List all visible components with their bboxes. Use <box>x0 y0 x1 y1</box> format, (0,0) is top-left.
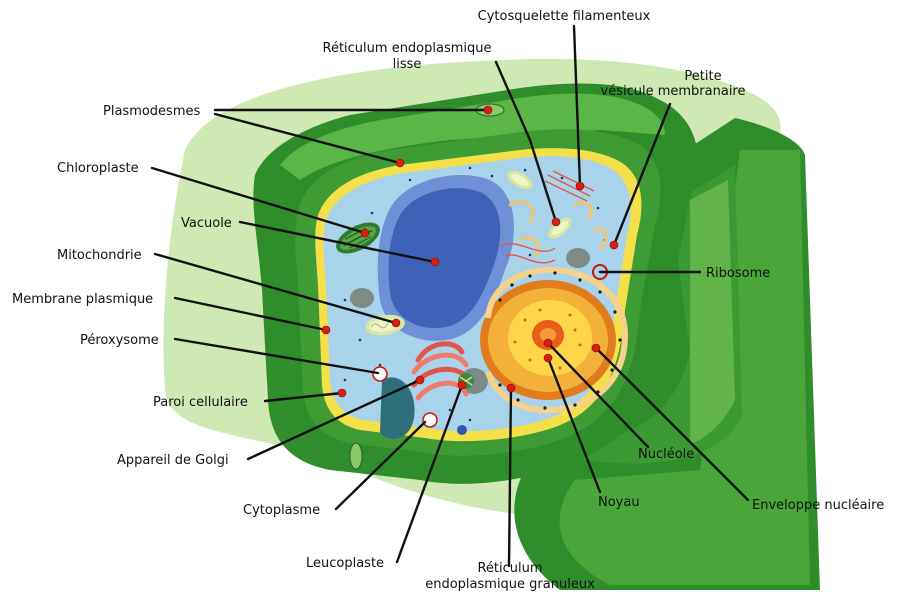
peroxisome-vesicle <box>373 367 387 381</box>
label-reticulum-lisse-2: lisse <box>393 57 422 72</box>
label-noyau: Noyau <box>598 495 640 510</box>
label-chloroplaste: Chloroplaste <box>57 161 139 176</box>
label-vacuole: Vacuole <box>181 216 232 231</box>
label-cytosquelette: Cytosquelette filamenteux <box>478 9 651 24</box>
label-reticulum-lisse-1: Réticulum endoplasmique <box>323 41 492 56</box>
label-membrane-plasmique: Membrane plasmique <box>12 292 153 307</box>
blue-vesicle <box>457 425 467 435</box>
label-nucleole: Nucléole <box>638 447 694 462</box>
label-reticulum-granuleux-2: endoplasmique granuleux <box>425 577 595 592</box>
label-enveloppe-nucleaire: Enveloppe nucléaire <box>752 498 884 513</box>
wall-right-groove <box>690 180 735 445</box>
wall-pit <box>350 443 362 469</box>
label-petite-vesicule-2: vésicule membranaire <box>601 84 746 99</box>
label-mitochondrie: Mitochondrie <box>57 248 142 263</box>
label-paroi-cellulaire: Paroi cellulaire <box>153 395 248 410</box>
label-ribosome: Ribosome <box>706 266 770 281</box>
label-reticulum-granuleux-1: Réticulum <box>477 561 542 576</box>
label-petite-vesicule-1: Petite <box>684 69 721 84</box>
label-cytoplasme: Cytoplasme <box>243 503 320 518</box>
label-leucoplaste: Leucoplaste <box>306 556 384 571</box>
label-plasmodesmes: Plasmodesmes <box>103 104 200 119</box>
small-vesicle <box>423 413 437 427</box>
label-peroxysome: Péroxysome <box>80 333 159 348</box>
label-appareil-de-golgi: Appareil de Golgi <box>117 453 229 468</box>
